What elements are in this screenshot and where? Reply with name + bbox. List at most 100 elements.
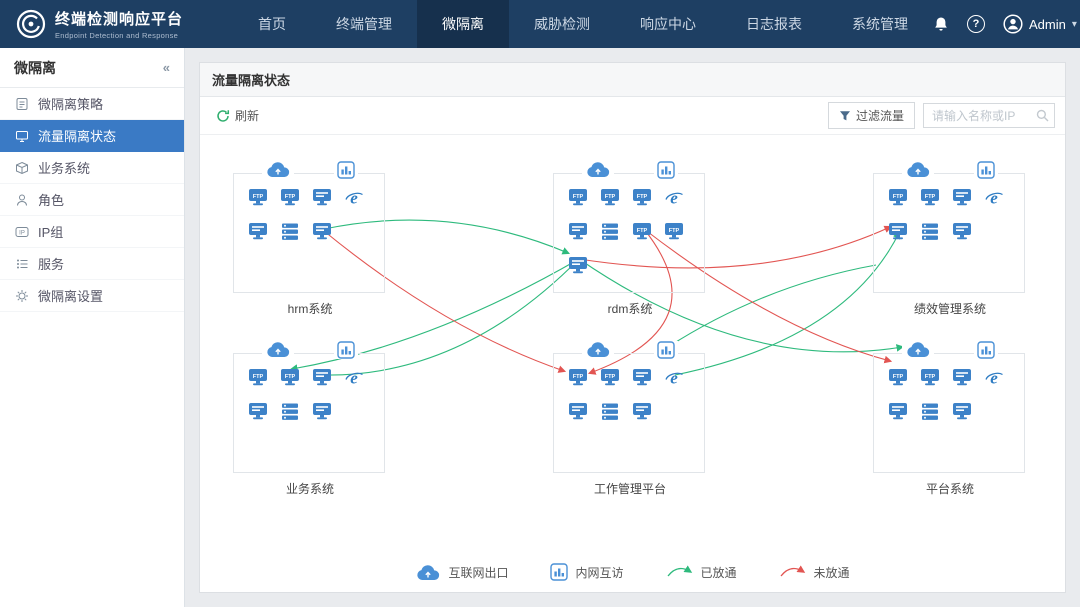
sidebar-item-服务[interactable]: 服务 <box>0 248 184 280</box>
nav-item-系统管理[interactable]: 系统管理 <box>852 16 908 32</box>
ip-icon: IP <box>15 225 29 239</box>
chat-node-icon <box>568 222 588 242</box>
ftp-node-icon: FTP <box>888 188 908 208</box>
svg-text:e: e <box>670 189 678 208</box>
filter-traffic-button[interactable]: 过滤流量 <box>827 102 915 129</box>
brand-subtitle: Endpoint Detection and Response <box>55 31 179 40</box>
system-icon <box>15 161 29 175</box>
avatar-icon <box>1003 14 1023 34</box>
svg-text:e: e <box>990 189 998 208</box>
legend-item-已放通: 已放通 <box>666 564 737 581</box>
sidebar-item-label: 微隔离策略 <box>38 97 104 112</box>
chat-node-icon <box>632 402 652 422</box>
ftp-node-icon: FTP <box>568 188 588 208</box>
caret-down-icon: ▾ <box>1071 18 1077 30</box>
server-node-icon <box>280 402 300 422</box>
panel-title: 流量隔离状态 <box>200 63 1065 97</box>
toolbar-right: 过滤流量 <box>827 102 1055 129</box>
chat-node-icon <box>312 222 332 242</box>
nav-item-首页[interactable]: 首页 <box>258 16 286 32</box>
help-icon[interactable]: ? <box>967 15 985 33</box>
traffic-edge-open <box>674 231 900 376</box>
refresh-button[interactable]: 刷新 <box>210 103 265 128</box>
sidebar-menu: 微隔离策略流量隔离状态业务系统角色 IP IP组服务微隔离设置 <box>0 88 184 312</box>
chat-node-icon <box>248 402 268 422</box>
sidebar-collapse-icon[interactable]: « <box>162 60 170 75</box>
nav-item-响应中心[interactable]: 响应中心 <box>640 16 696 32</box>
legend-item-互联网出口: 互联网出口 <box>415 564 508 581</box>
nav-item-终端管理[interactable]: 终端管理 <box>336 16 392 32</box>
svg-text:FTP: FTP <box>893 374 904 380</box>
sidebar-item-label: 角色 <box>38 193 65 208</box>
chat-node-icon <box>632 368 652 388</box>
nav-item-日志报表[interactable]: 日志报表 <box>746 16 802 32</box>
traffic-edge-blocked <box>587 228 673 375</box>
policy-icon <box>15 97 29 111</box>
intranet-chart-icon <box>334 161 358 179</box>
sidebar-item-角色[interactable]: 角色 <box>0 184 184 216</box>
intranet-chart-icon <box>974 341 998 359</box>
chat-node-icon <box>888 222 908 242</box>
chat-node-icon <box>952 402 972 422</box>
sidebar-item-流量隔离状态[interactable]: 流量隔离状态 <box>0 120 184 152</box>
svg-text:FTP: FTP <box>637 228 648 234</box>
svg-text:FTP: FTP <box>925 374 936 380</box>
traffic-edge-blocked <box>323 230 567 373</box>
traffic-edge-blocked <box>578 225 892 269</box>
server-node-icon <box>280 222 300 242</box>
service-icon <box>15 257 29 271</box>
main-area: 流量隔离状态 刷新 过滤流量 <box>185 48 1080 607</box>
user-menu[interactable]: Admin ▾ <box>1003 14 1077 34</box>
chat-node-icon <box>952 368 972 388</box>
internet-exit-cloud-icon <box>902 341 934 358</box>
chat-node-icon <box>952 188 972 208</box>
sidebar-item-IP组[interactable]: IP IP组 <box>0 216 184 248</box>
cloud-icon <box>415 564 441 581</box>
sidebar-item-微隔离设置[interactable]: 微隔离设置 <box>0 280 184 312</box>
ftp-node-icon: FTP <box>280 188 300 208</box>
internet-exit-cloud-icon <box>262 341 294 358</box>
ftp-node-icon: FTP <box>280 368 300 388</box>
search-input[interactable] <box>923 103 1055 128</box>
main-nav: 首页 终端管理 微隔离 威胁检测 响应中心 日志报表 系统管理 <box>233 0 933 48</box>
svg-text:FTP: FTP <box>253 194 264 200</box>
nav-item-微隔离[interactable]: 微隔离 <box>417 0 509 48</box>
server-node-icon <box>920 222 940 242</box>
ftp-node-icon: FTP <box>920 188 940 208</box>
arrow-open-icon <box>666 565 694 579</box>
ftp-node-icon: FTP <box>664 222 684 242</box>
svg-text:FTP: FTP <box>285 374 296 380</box>
settings-icon <box>15 289 29 303</box>
svg-text:FTP: FTP <box>669 228 680 234</box>
sidebar-item-业务系统[interactable]: 业务系统 <box>0 152 184 184</box>
traffic-edges-layer <box>289 219 905 379</box>
traffic-edge-open <box>578 258 905 353</box>
chat-node-icon <box>248 222 268 242</box>
notifications-bell-icon[interactable] <box>933 16 949 33</box>
traffic-edge-open <box>666 264 877 349</box>
ie-node-icon: e <box>664 368 684 388</box>
server-node-icon <box>920 402 940 422</box>
sidebar-item-微隔离策略[interactable]: 微隔离策略 <box>0 88 184 120</box>
svg-text:e: e <box>670 369 678 388</box>
svg-text:FTP: FTP <box>285 194 296 200</box>
chat-node-icon <box>952 222 972 242</box>
intranet-chart-icon <box>974 161 998 179</box>
ie-node-icon: e <box>664 188 684 208</box>
intranet-chart-icon <box>654 341 678 359</box>
ie-node-icon: e <box>984 368 1004 388</box>
filter-traffic-label: 过滤流量 <box>855 109 904 123</box>
internet-exit-cloud-icon <box>262 161 294 178</box>
sidebar-item-label: IP组 <box>38 225 64 240</box>
refresh-icon <box>216 109 230 123</box>
ftp-node-icon: FTP <box>632 222 652 242</box>
logo-icon <box>16 9 46 39</box>
brand-title: 终端检测响应平台 <box>55 11 184 28</box>
nav-item-威胁检测[interactable]: 威胁检测 <box>534 16 590 32</box>
